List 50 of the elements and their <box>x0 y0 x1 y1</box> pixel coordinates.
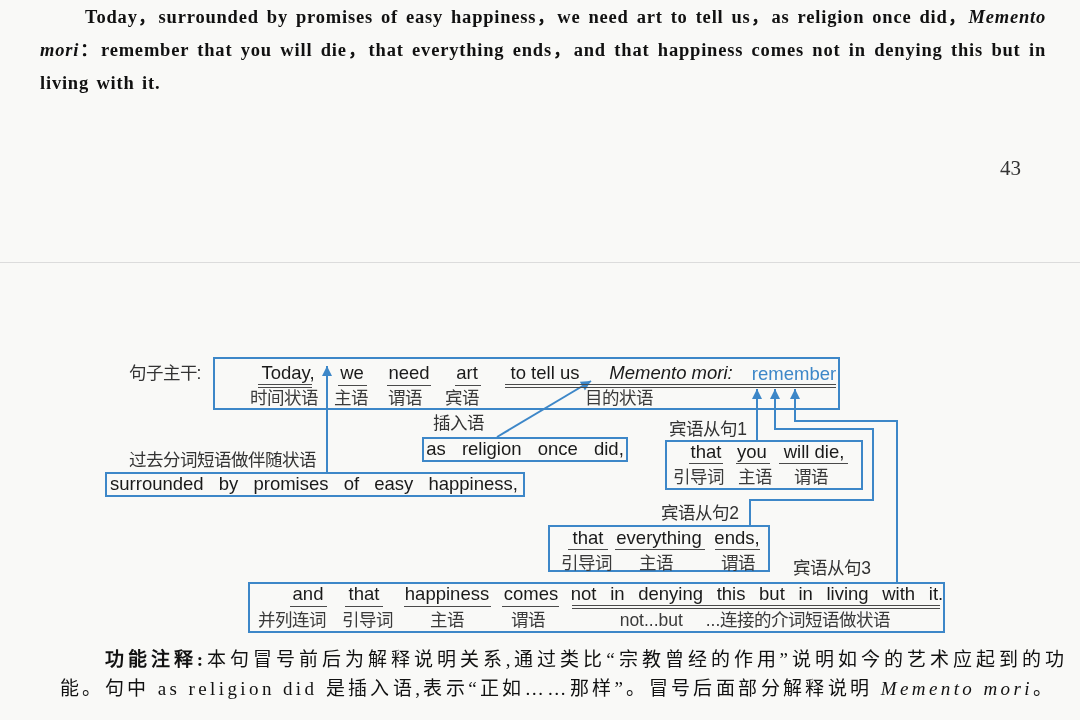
page-number: 43 <box>1000 155 1021 181</box>
highlighted-word: remember <box>751 364 837 389</box>
box-heading: 宾语从句2 <box>661 503 739 523</box>
box-heading: 宾语从句3 <box>793 558 871 578</box>
sentence-word: that <box>572 528 604 548</box>
grammar-label: 主语 <box>430 610 464 630</box>
sentence-word: and <box>292 584 324 604</box>
grammar-label: 谓语 <box>388 388 422 408</box>
arrow <box>749 388 874 526</box>
grammar-label: 并列连词 <box>258 610 326 630</box>
sentence-word: that <box>348 584 380 604</box>
sentence-word: ends, <box>714 528 760 548</box>
sentence-paragraph: Today，surrounded by promises of easy happiness，we need art to tell us，as religion once did，Memento mori：remember that you will die，that everything ends，and that happiness comes not in denying this but in living with it. <box>40 6 1046 95</box>
sentence-word: we <box>340 363 364 383</box>
box-heading: 插入语 <box>432 413 484 433</box>
grammar-label: 主语 <box>738 467 772 487</box>
grammar-label: 主语 <box>334 388 368 408</box>
grammar-label: 谓语 <box>511 610 545 630</box>
grammar-label: 主语 <box>639 553 673 573</box>
sentence-word: you <box>737 442 767 462</box>
grammar-label: not...but ...连接的介词短语做状语 <box>619 610 891 630</box>
grammar-label: 宾语 <box>445 388 479 408</box>
arrow <box>496 380 592 438</box>
note-paragraph: 功能注释:本句冒号前后为解释说明关系,通过类比“宗教曾经的作用”说明如今的艺术应起到的功能。句中 as religion did 是插入语,表示“正如……那样”。冒号后面部分解释说明 Memento mori。 <box>60 648 1067 701</box>
grammar-label: 谓语 <box>721 553 755 573</box>
box-heading: 过去分词短语做伴随状语 <box>128 450 316 470</box>
arrow <box>322 365 332 473</box>
box-heading: 句子主干: <box>128 363 202 383</box>
sentence-word: need <box>388 363 430 383</box>
grammar-label: 目的状语 <box>585 388 653 408</box>
sentence-word: Memento mori: <box>609 363 733 383</box>
grammar-label: 谓语 <box>794 467 828 487</box>
sentence-word: that <box>690 442 722 462</box>
arrow <box>752 388 762 441</box>
sentence-word: will die, <box>783 442 845 462</box>
sentence-word: happiness <box>404 584 490 604</box>
sentence-word: art <box>456 363 478 383</box>
sentence-word: not in denying this but in living with it. <box>570 584 944 604</box>
grammar-label: 引导词 <box>341 610 393 630</box>
grammar-label: 时间状语 <box>250 388 318 408</box>
grammar-label: 引导词 <box>672 467 724 487</box>
arrow <box>790 388 898 583</box>
sentence-word: comes <box>503 584 559 604</box>
grammar-label: 引导词 <box>560 553 612 573</box>
sentence-word: as religion once did, <box>426 439 624 459</box>
box-heading: 宾语从句1 <box>669 419 747 439</box>
sentence-word: surrounded by promises of easy happiness, <box>110 474 518 494</box>
sentence-word: to tell us <box>510 363 580 383</box>
sentence-word: Today, <box>261 363 315 383</box>
sentence-word: everything <box>616 528 702 548</box>
